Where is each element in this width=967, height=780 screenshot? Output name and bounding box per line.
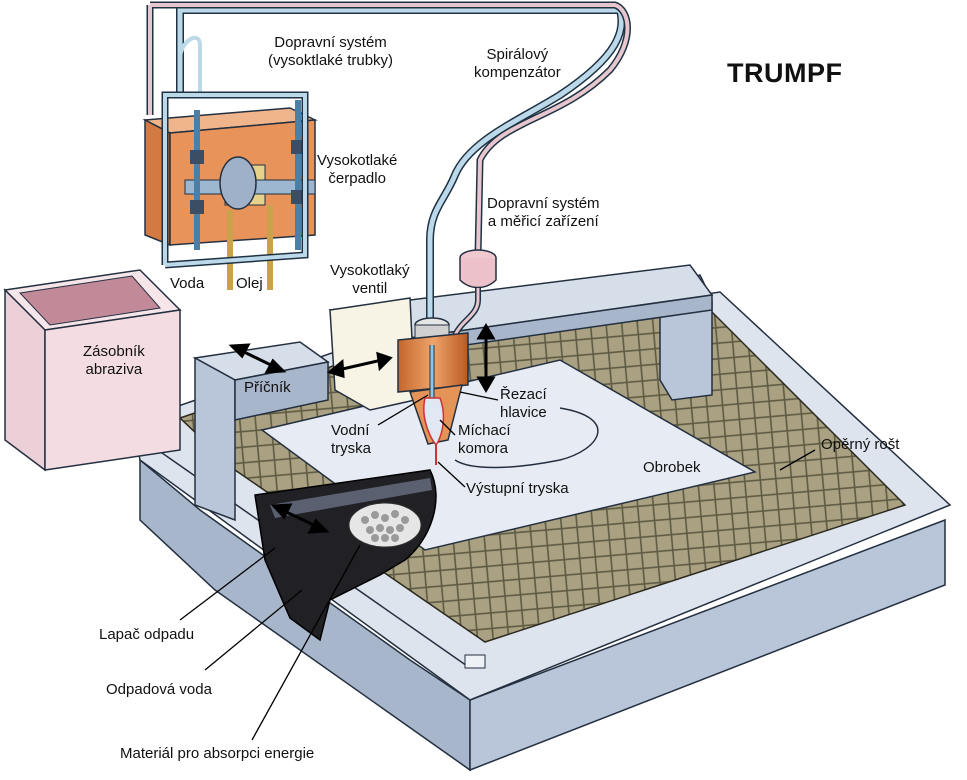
- label-spiral-compensator: Spirálový kompenzátor: [474, 46, 561, 82]
- label-energy-absorption: Materiál pro absorpci energie: [120, 745, 315, 762]
- label-line: abraziva: [85, 361, 143, 378]
- label-cross-beam: Příčník: [244, 379, 291, 396]
- label-line: ventil: [352, 280, 388, 297]
- label-abrasive-container: Zásobník abraziva: [83, 343, 145, 379]
- label-line: Vysokotlaký: [330, 262, 410, 279]
- label-olej: Olej: [236, 275, 263, 292]
- label-waste-water: Odpadová voda: [106, 681, 212, 698]
- metering-device: [452, 249, 497, 337]
- label-line: kompenzátor: [474, 64, 561, 81]
- label-line: Vysokotlaké: [317, 152, 398, 169]
- label-line: hlavice: [500, 404, 547, 421]
- label-workpiece: Obrobek: [643, 459, 701, 476]
- label-dopravni-system-pipes: Dopravní systém (vysoktlaké trubky): [268, 34, 393, 70]
- label-line: Spirálový: [486, 46, 549, 63]
- label-support-grid: Opěrný rošt: [821, 436, 900, 453]
- brand-logo: TRUMPF: [727, 58, 843, 88]
- abrasive-pipe: [146, 1, 631, 256]
- label-line: Zásobník: [83, 343, 145, 360]
- label-water-jet: Vodní tryska: [331, 422, 371, 458]
- label-cutting-head: Řezací hlavice: [500, 386, 547, 422]
- label-high-pressure-pump: Vysokotlaké čerpadlo: [317, 152, 397, 188]
- high-pressure-pump: [142, 100, 318, 290]
- label-line: a měřicí zařízení: [487, 213, 599, 230]
- high-pressure-pipe: [161, 6, 626, 320]
- label-voda: Voda: [170, 275, 205, 292]
- label-line: Dopravní systém: [274, 34, 387, 51]
- motion-arrows: [228, 323, 496, 534]
- waste-catcher: [254, 469, 437, 642]
- cutting-head: [397, 317, 469, 465]
- label-line: (vysoktlaké trubky): [268, 52, 394, 69]
- label-line: čerpadlo: [328, 170, 386, 187]
- label-waste-catcher: Lapač odpadu: [99, 626, 195, 643]
- label-mixing-chamber: Míchací komora: [458, 422, 511, 458]
- leader-lines: [179, 391, 816, 741]
- label-metering-system: Dopravní systém a měřicí zařízení: [487, 195, 600, 231]
- abrasive-container: [3, 269, 182, 472]
- label-line: Řezací: [500, 386, 547, 403]
- label-line: tryska: [331, 440, 372, 457]
- label-line: Míchací: [458, 422, 511, 439]
- label-line: Dopravní systém: [487, 195, 600, 212]
- label-line: komora: [458, 440, 509, 457]
- label-high-pressure-valve: Vysokotlaký ventil: [330, 262, 409, 298]
- label-outlet-nozzle: Výstupní tryska: [466, 480, 569, 497]
- label-line: Vodní: [331, 422, 370, 439]
